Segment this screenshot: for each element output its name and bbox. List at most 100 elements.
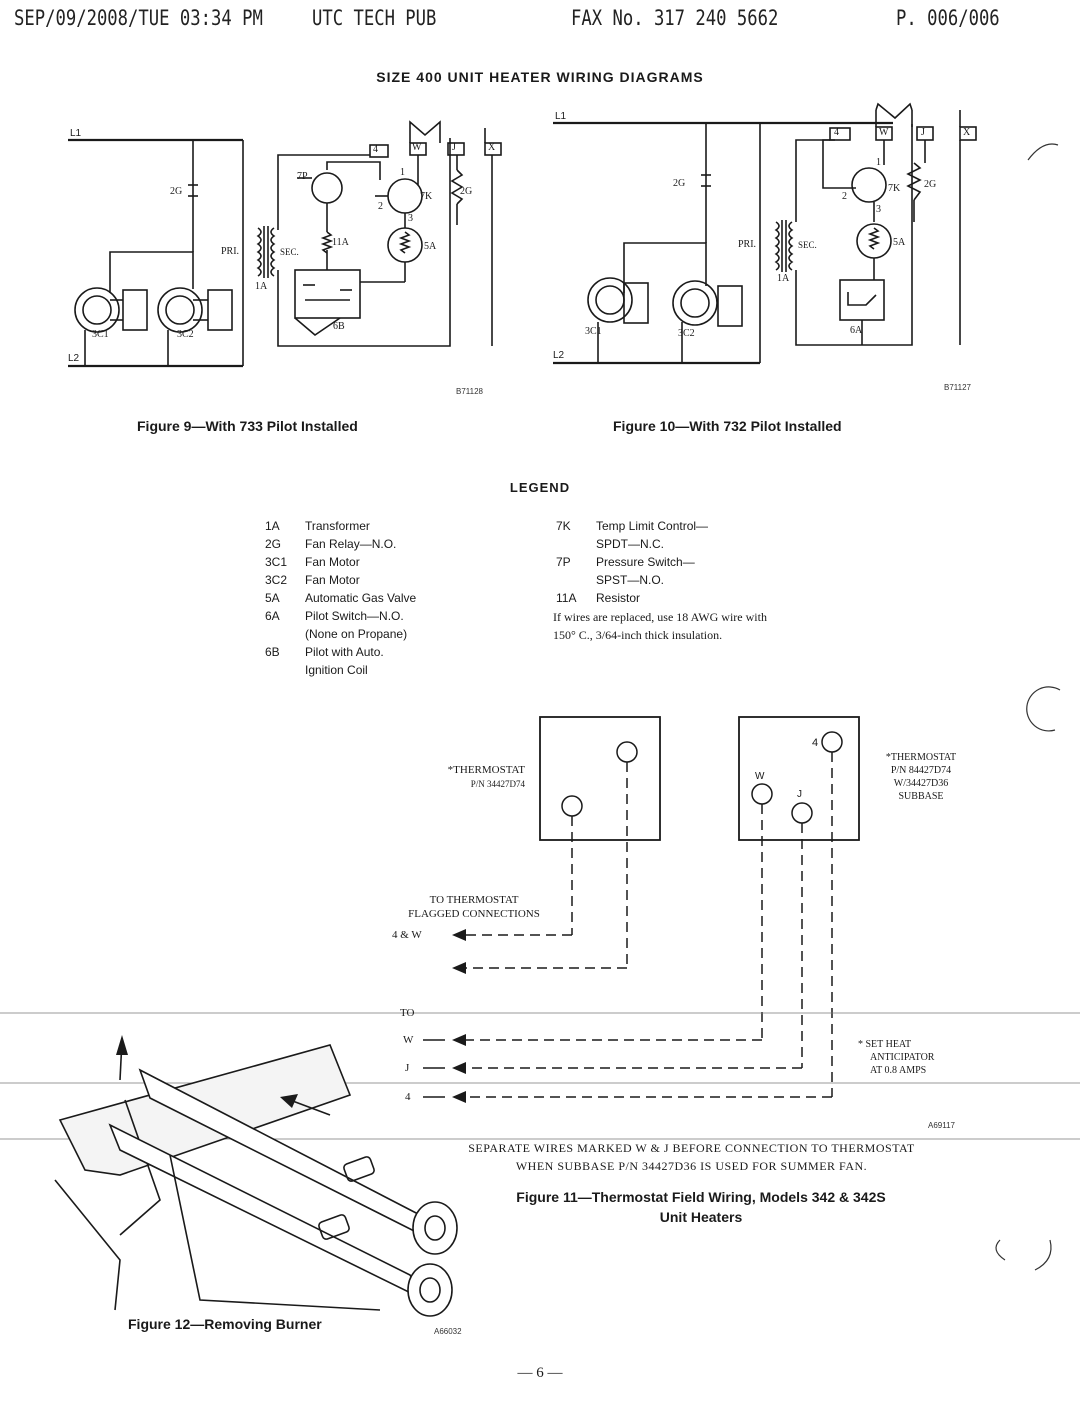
figure-11-caption-line: Figure 11—Thermostat Field Wiring, Model… (516, 1189, 886, 1205)
note-line: If wires are replaced, use 18 AWG wire w… (553, 610, 767, 624)
legend-text: Pilot with Auto. (305, 645, 384, 659)
fig10-1a: 1A (777, 273, 790, 284)
fig10-6a: 6A (850, 325, 863, 336)
legend-text: SPDT—N.C. (596, 537, 665, 551)
legend-code: 6A (265, 609, 280, 623)
fig9-sec: SEC. (280, 247, 299, 257)
fig10-l2: L2 (553, 350, 565, 361)
burner-illustration (54, 1039, 458, 1317)
legend-text: Pilot Switch—N.O. (305, 609, 404, 623)
fig9-3c2: 3C2 (177, 329, 194, 340)
fax-company: UTC TECH PUB (312, 6, 437, 30)
legend-text: Temp Limit Control— (596, 519, 709, 533)
fig9-7k: 7K (420, 191, 433, 202)
fig9-6b: 6B (333, 321, 345, 332)
legend-text: Resistor (596, 591, 641, 605)
fig10-node-3: 3 (876, 204, 881, 215)
heat-anticipator-note: * SET HEAT ANTICIPATOR AT 0.8 AMPS (858, 1038, 934, 1077)
legend-title: LEGEND (509, 480, 571, 495)
fig10-3c1: 3C1 (585, 326, 602, 337)
fig9-terminal-w: W (412, 142, 422, 153)
lead-j-label: J (405, 1062, 410, 1074)
flagged-terminals: 4 & W (392, 929, 422, 941)
fig10-7k: 7K (888, 183, 901, 194)
legend-text: Fan Motor (305, 573, 360, 587)
fig9-terminal-j: J (452, 142, 456, 153)
fig9-node-2: 2 (378, 201, 383, 212)
legend-text: Automatic Gas Valve (305, 591, 417, 605)
fig9-terminal-x: X (488, 142, 496, 153)
separate-wires-note: SEPARATE WIRES MARKED W & J BEFORE CONNE… (404, 1139, 979, 1175)
legend-code: 7K (556, 519, 571, 533)
thermostat-1-line: *THERMOSTAT (447, 764, 525, 776)
fig11-code: A69117 (928, 1121, 955, 1130)
fig9-1a: 1A (255, 281, 268, 292)
fig9-l1: L1 (70, 128, 82, 139)
fig9-code: B71128 (456, 387, 483, 396)
subbase-terminal-w: W (755, 771, 765, 782)
thermostat-2-line: P/N 84427D74 (890, 765, 952, 776)
wire-replacement-note: If wires are replaced, use 18 AWG wire w… (553, 608, 873, 644)
fig10-2g-left: 2G (673, 178, 686, 189)
note-line: 150° C., 3/64-inch thick insulation. (553, 628, 723, 642)
flagged-connections-label: TO THERMOSTAT FLAGGED CONNECTIONS (374, 893, 574, 921)
fig9-l2: L2 (68, 353, 80, 364)
fig10-terminal-w: W (879, 127, 889, 138)
legend-code: 6B (265, 645, 280, 659)
thermostat-2-label: *THERMOSTAT P/N 84427D74 W/34427D36 SUBB… (866, 751, 976, 803)
legend-text: Fan Relay—N.O. (305, 537, 397, 551)
legend-code: 5A (265, 591, 280, 605)
legend-text: SPST—N.O. (596, 573, 665, 587)
legend-code: 2G (265, 537, 282, 551)
separate-line: WHEN SUBBASE P/N 34427D36 IS USED FOR SU… (515, 1159, 868, 1173)
figure-10-caption: Figure 10—With 732 Pilot Installed (613, 418, 842, 434)
thermostat-2-line: W/34427D36 (893, 778, 949, 789)
legend-text: Pressure Switch— (596, 555, 695, 569)
fax-date-time: SEP/09/2008/TUE 03:34 PM (14, 6, 263, 30)
fig10-2g-right: 2G (924, 179, 937, 190)
flagged-line: FLAGGED CONNECTIONS (408, 908, 540, 920)
legend-text: Fan Motor (305, 555, 360, 569)
legend-code: 3C1 (265, 555, 288, 569)
fig9-3c1: 3C1 (92, 329, 109, 340)
fig9-2g-right: 2G (460, 186, 473, 197)
fig9-pri: PRI. (221, 246, 240, 257)
page-title: SIZE 400 UNIT HEATER WIRING DIAGRAMS (376, 69, 704, 85)
legend-code: 3C2 (265, 573, 288, 587)
fig10-terminal-x: X (963, 127, 971, 138)
fig9-terminal-4: 4 (373, 144, 378, 155)
thermostat-1-line: P/N 34427D74 (470, 779, 525, 789)
fig9-5a: 5A (424, 241, 437, 252)
lead-to-label: TO (400, 1007, 415, 1019)
figure-11-caption-line: Unit Heaters (659, 1209, 743, 1225)
fig10-pri: PRI. (738, 239, 757, 250)
legend-code: 7P (556, 555, 571, 569)
thermostat-2-line: *THERMOSTAT (885, 752, 957, 763)
subbase-terminal-4: 4 (812, 737, 819, 749)
separate-line: SEPARATE WIRES MARKED W & J BEFORE CONNE… (468, 1141, 915, 1155)
fig10-terminal-j: J (921, 127, 925, 138)
fig9-7p: 7P (297, 171, 308, 182)
flagged-line: TO THERMOSTAT (429, 894, 519, 906)
legend-text: (None on Propane) (305, 627, 408, 641)
figure-12-caption: Figure 12—Removing Burner (128, 1316, 322, 1332)
fig10-node-2: 2 (842, 191, 847, 202)
anticipator-line: * SET HEAT (858, 1039, 912, 1050)
page-number: — 6 — (517, 1365, 563, 1381)
fig10-node-1: 1 (876, 157, 881, 168)
thermostat-1-label: *THERMOSTAT P/N 34427D74 (415, 763, 525, 791)
fig9-2g-left: 2G (170, 186, 183, 197)
fig12-code: A66032 (434, 1327, 462, 1336)
fax-page: P. 006/006 (896, 6, 1000, 30)
figure-9-caption: Figure 9—With 733 Pilot Installed (137, 418, 358, 434)
fig10-sec: SEC. (798, 240, 817, 250)
fig10-l1: L1 (555, 111, 567, 122)
fax-number: FAX No. 317 240 5662 (571, 6, 779, 30)
legend-text: Transformer (305, 519, 370, 533)
figure-11-caption: Figure 11—Thermostat Field Wiring, Model… (456, 1187, 946, 1227)
anticipator-line: AT 0.8 AMPS (870, 1065, 927, 1076)
fig10-terminal-4: 4 (834, 127, 839, 138)
